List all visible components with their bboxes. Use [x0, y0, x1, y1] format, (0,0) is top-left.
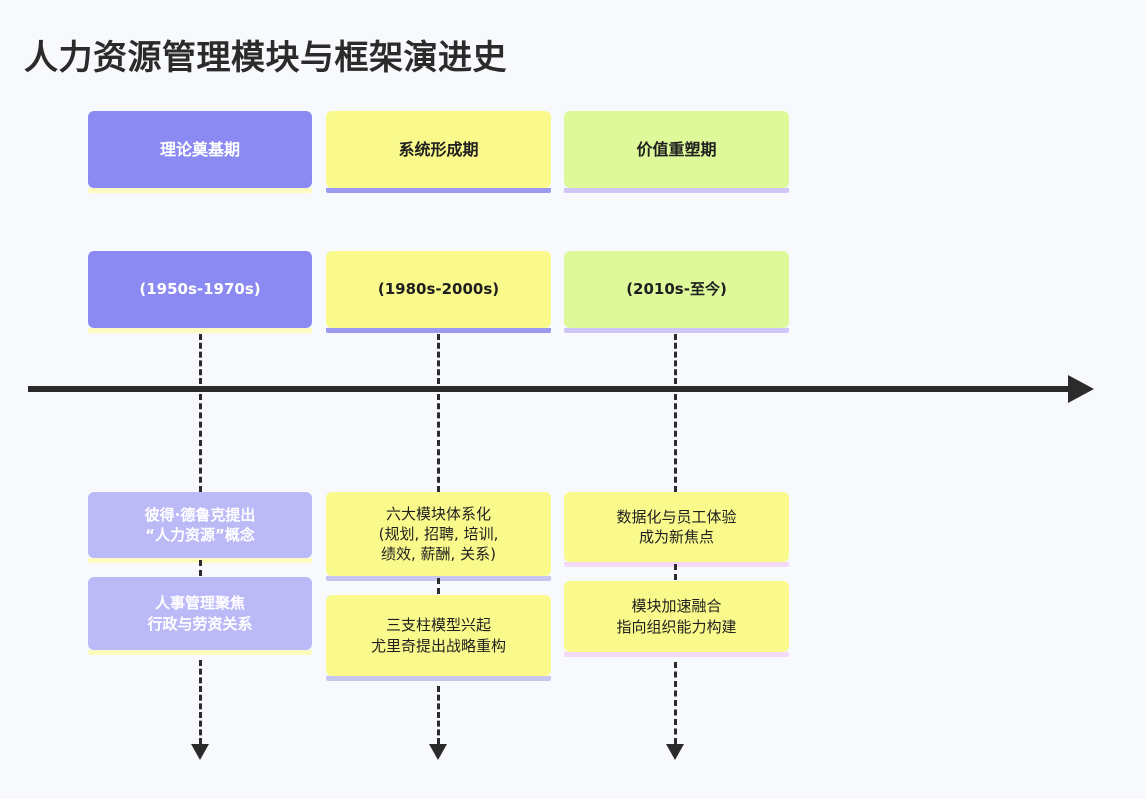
detail-card-2-2[interactable]: 三支柱模型兴起 尤里奇提出战略重构: [326, 595, 551, 681]
connector-drop-line-1: [199, 660, 202, 744]
detail-label-1-2: 人事管理聚焦 行政与劳资关系: [147, 594, 253, 633]
timeline-arrow-icon: [1068, 375, 1094, 403]
connector-tick-top-2: [437, 334, 440, 384]
phase-title-label-2: 系统形成期: [398, 139, 479, 159]
phase-title-card-1[interactable]: 理论奠基期: [88, 111, 312, 193]
detail-label-2-1: 六大模块体系化 (规划, 招聘, 培训, 绩效, 薪酬, 关系): [378, 504, 499, 564]
detail-label-1-1: 彼得·德鲁克提出 “人力资源”概念: [144, 505, 256, 544]
connector-tick-axis-2: [437, 394, 440, 492]
phase-title-label-1: 理论奠基期: [159, 139, 240, 159]
connector-drop-line-2: [437, 686, 440, 744]
connector-tick-top-1: [199, 334, 202, 384]
detail-card-3-2[interactable]: 模块加速融合 指向组织能力构建: [564, 581, 789, 657]
detail-label-3-2: 模块加速融合 指向组织能力构建: [616, 597, 737, 636]
detail-label-3-1: 数据化与员工体验 成为新焦点: [616, 507, 737, 546]
connector-drop-arrow-icon-3: [666, 744, 684, 760]
connector-tick-axis-3: [674, 394, 677, 492]
connector-tick-top-3: [674, 334, 677, 384]
detail-label-2-2: 三支柱模型兴起 尤里奇提出战略重构: [370, 616, 506, 655]
phase-period-card-3[interactable]: (2010s-至今): [564, 251, 789, 333]
timeline-axis: [28, 386, 1072, 392]
connector-tick-detail-2: [437, 578, 440, 594]
connector-drop-arrow-icon-2: [429, 744, 447, 760]
connector-tick-detail-1: [199, 560, 202, 576]
detail-card-3-1[interactable]: 数据化与员工体验 成为新焦点: [564, 492, 789, 567]
phase-title-card-3[interactable]: 价值重塑期: [564, 111, 789, 193]
connector-tick-detail-3: [674, 564, 677, 580]
connector-drop-line-3: [674, 662, 677, 744]
detail-card-1-2[interactable]: 人事管理聚焦 行政与劳资关系: [88, 577, 312, 655]
detail-card-2-1[interactable]: 六大模块体系化 (规划, 招聘, 培训, 绩效, 薪酬, 关系): [326, 492, 551, 581]
phase-period-label-1: (1950s-1970s): [139, 280, 261, 299]
detail-card-1-1[interactable]: 彼得·德鲁克提出 “人力资源”概念: [88, 492, 312, 563]
connector-tick-axis-1: [199, 394, 202, 492]
phase-title-card-2[interactable]: 系统形成期: [326, 111, 551, 193]
phase-title-label-3: 价值重塑期: [636, 139, 717, 159]
connector-drop-arrow-icon-1: [191, 744, 209, 760]
phase-period-label-3: (2010s-至今): [626, 280, 727, 299]
phase-period-label-2: (1980s-2000s): [377, 280, 500, 299]
phase-period-card-2[interactable]: (1980s-2000s): [326, 251, 551, 333]
phase-period-card-1[interactable]: (1950s-1970s): [88, 251, 312, 333]
page-title: 人力资源管理模块与框架演进史: [24, 38, 507, 78]
